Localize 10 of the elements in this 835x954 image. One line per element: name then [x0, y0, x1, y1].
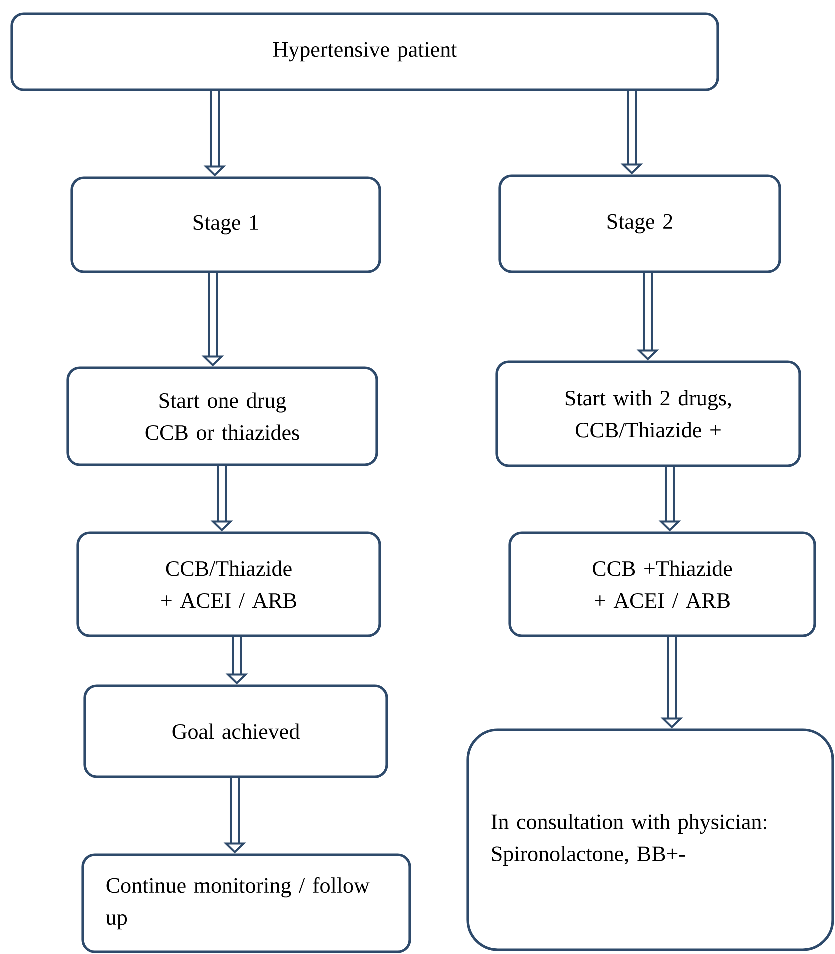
process-box: CCB +Thiazide + ACEI / ARB	[508, 532, 816, 638]
process-box: Stage 2	[498, 174, 782, 274]
process-box: Start one drug CCB or thiazides	[66, 366, 378, 466]
process-box: CCB/Thiazide + ACEI / ARB	[76, 532, 382, 638]
process-box: Start with 2 drugs, CCB/Thiazide +	[496, 360, 802, 468]
process-box: Continue monitoring / follow up	[82, 854, 412, 954]
process-box: Stage 1	[70, 176, 382, 274]
process-box: Hypertensive patient	[10, 12, 720, 92]
process-box: Goal achieved	[84, 684, 388, 778]
process-box: In consultation with physician: Spironolactone, BB+-	[466, 728, 834, 952]
